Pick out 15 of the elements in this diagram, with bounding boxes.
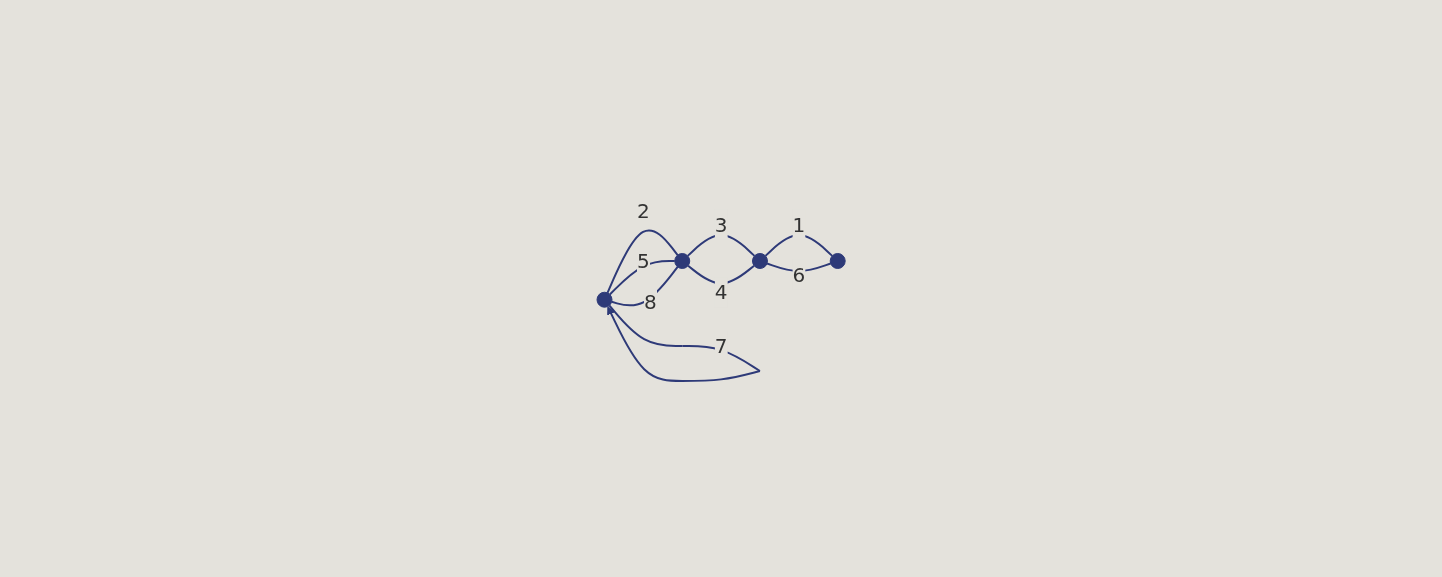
- node-circle: [674, 252, 691, 269]
- connector: [686, 234, 756, 257]
- edge-label: 4: [714, 280, 728, 305]
- node-circle: [596, 291, 613, 308]
- edge-label: 6: [792, 262, 806, 287]
- edge-label: 3: [714, 212, 728, 237]
- connector: [764, 234, 834, 257]
- node-circle: [751, 252, 768, 269]
- edge-label: 1: [792, 212, 806, 237]
- edge-label: 7: [714, 333, 728, 358]
- edge-label: 2: [636, 198, 650, 223]
- node-circle: [829, 252, 846, 269]
- edge-label: 5: [636, 248, 650, 273]
- connector: [610, 265, 679, 307]
- edge-label: 8: [643, 289, 657, 314]
